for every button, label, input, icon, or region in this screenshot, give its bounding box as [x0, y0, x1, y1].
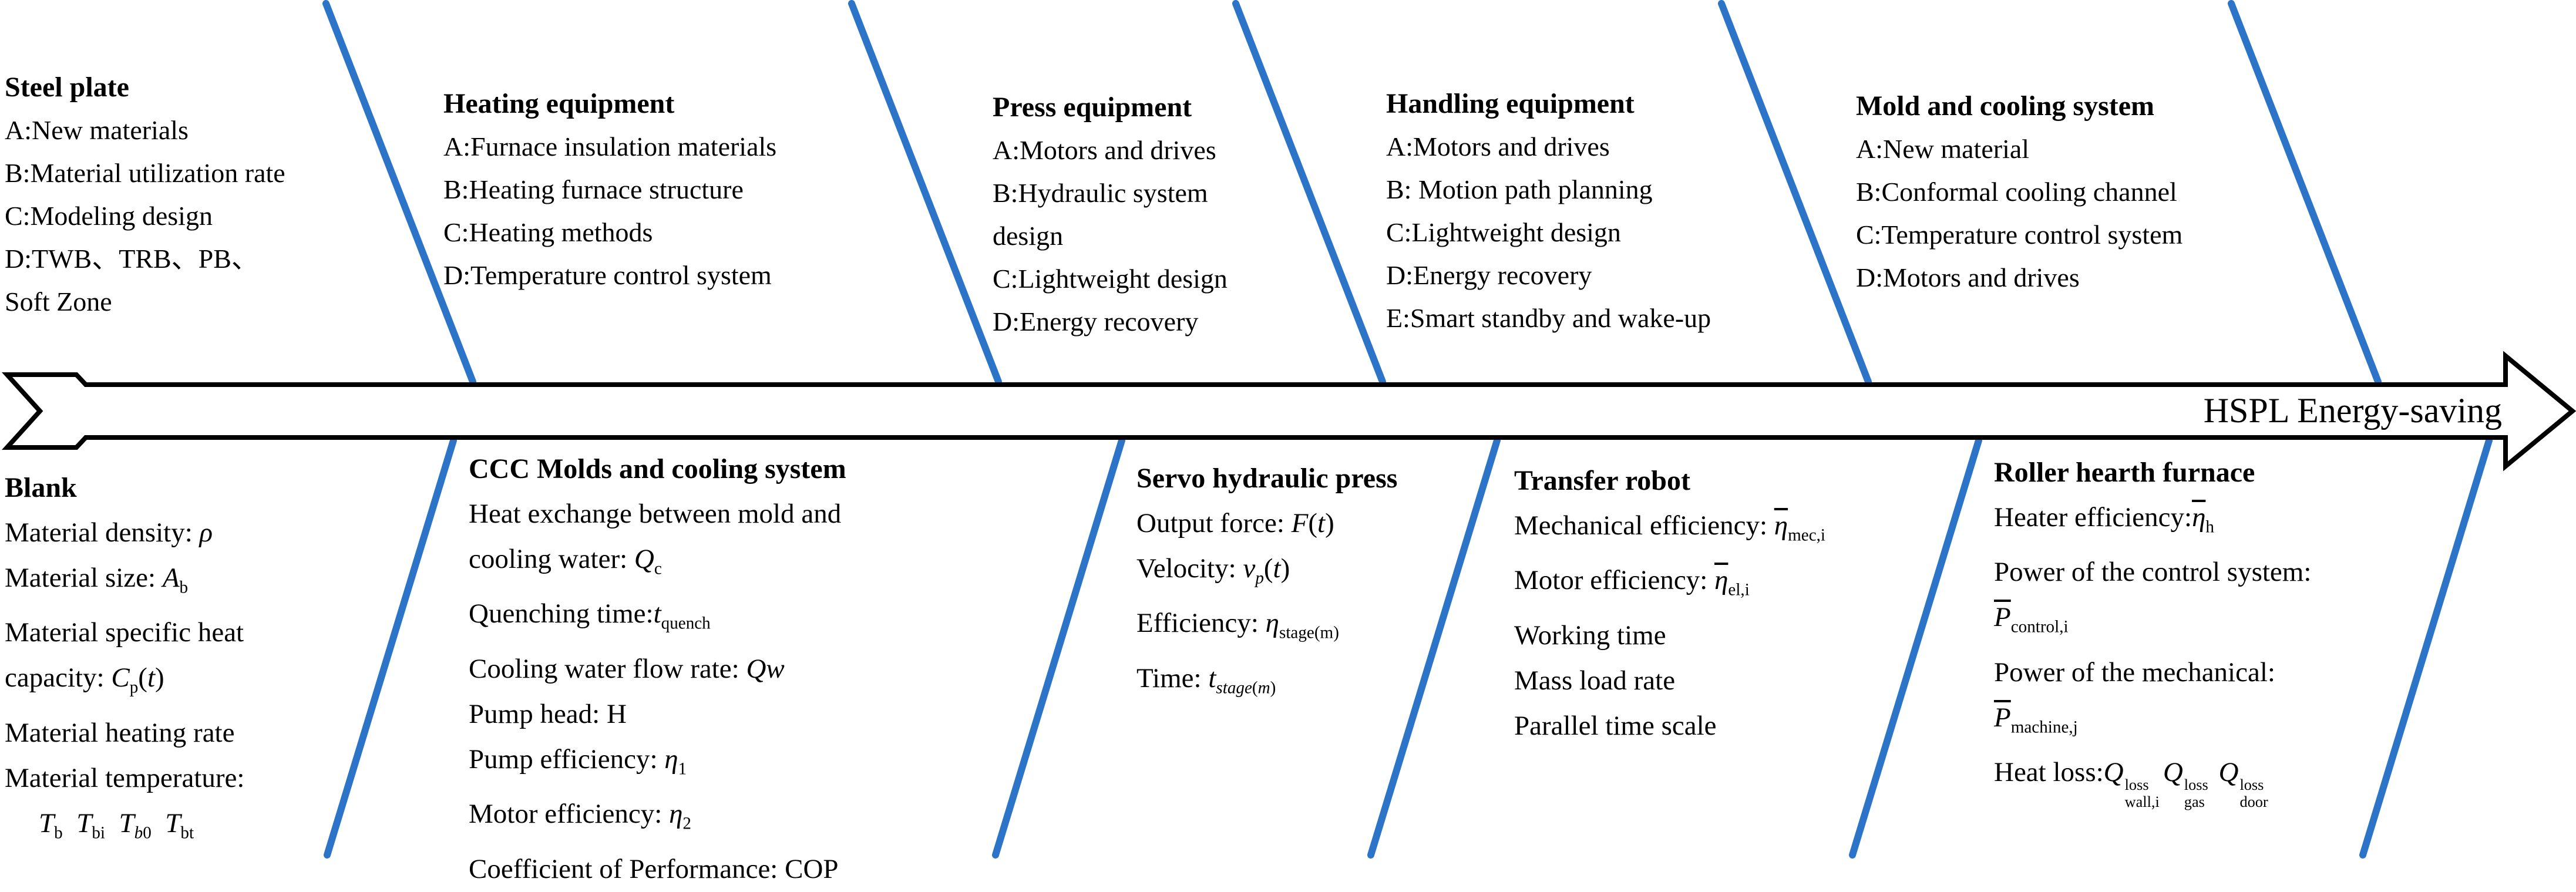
section-line: Material size: Ab: [5, 563, 189, 597]
rib-bottom-servo-press: [1367, 437, 1501, 859]
rib-bottom-blank: [324, 437, 457, 859]
section-line: design: [993, 221, 1064, 251]
fishbone-diagram: [1, 0, 2576, 859]
section-line: Material temperature:: [5, 762, 245, 793]
section-line: Output force: F(t): [1136, 508, 1334, 538]
section-transfer-robot: Transfer robot Mechanical efficiency: ηm…: [1514, 458, 1978, 749]
section-line: B: Motion path planning: [1386, 174, 1653, 204]
section-line: Material density: ρ: [5, 517, 213, 548]
section-line: cooling water: Qc: [469, 544, 662, 578]
section-line: capacity: Cp(t): [5, 662, 164, 697]
section-line: B:Heating furnace structure: [443, 174, 744, 204]
section-line: A:Furnace insulation materials: [443, 132, 777, 161]
section-line: Parallel time scale: [1514, 710, 1717, 741]
section-line: Pump efficiency: η1: [469, 743, 687, 779]
rib-bottom-transfer-robot: [1849, 437, 1982, 859]
section-line: Coefficient of Performance: COP: [469, 853, 839, 884]
section-line: A:New material: [1856, 134, 2030, 164]
section-title: Press equipment: [993, 92, 1192, 123]
section-title: Steel plate: [5, 72, 129, 103]
section-line: Working time: [1514, 620, 1666, 651]
section-line: C:Temperature control system: [1856, 220, 2183, 250]
section-line: A:Motors and drives: [1386, 132, 1610, 161]
section-title: Heating equipment: [443, 88, 675, 119]
section-heating-equipment: Heating equipment A:Furnace insulation m…: [443, 82, 943, 297]
section-line: Material heating rate: [5, 717, 235, 748]
rib-bottom-roller-furnace: [2359, 437, 2493, 859]
section-line: Mechanical efficiency: ηmec,i: [1514, 510, 1826, 545]
section-roller-hearth-furnace: Roller hearth furnace Heater efficiency:…: [1994, 450, 2558, 811]
section-line: Soft Zone: [5, 287, 112, 317]
section-title: Blank: [5, 472, 77, 503]
section-line: D:TWB、TRB、PB、: [5, 244, 258, 274]
section-ccc-molds: CCC Molds and cooling system Heat exchan…: [469, 446, 1021, 892]
section-line: Pmachine,j: [1994, 702, 2078, 737]
section-lines: Material density: ρ Material size: Ab Mate…: [5, 510, 404, 856]
section-line: A:Motors and drives: [993, 135, 1216, 165]
rib-top-handling-equipment: [1718, 0, 1872, 385]
section-line: A:New materials: [5, 115, 189, 145]
section-line: D:Motors and drives: [1856, 262, 2080, 292]
rib-top-mold-cooling: [2228, 0, 2382, 385]
section-line: D:Energy recovery: [993, 307, 1199, 336]
section-line: Heater efficiency:ηh: [1994, 502, 2214, 537]
section-lines: Output force: F(t) Velocity: vp(t) Efficie…: [1136, 501, 1512, 711]
section-line: Heat exchange between mold and: [469, 499, 842, 529]
section-line: C:Lightweight design: [993, 264, 1228, 294]
section-line: Pump head: H: [469, 698, 627, 729]
section-title: Transfer robot: [1514, 465, 1690, 496]
section-title: Handling equipment: [1386, 88, 1635, 119]
section-line: C:Heating methods: [443, 217, 653, 247]
rib-top-steel-plate: [322, 0, 476, 385]
spine-arrow: [1, 351, 2576, 472]
section-line: Motor efficiency: ηel,i: [1514, 565, 1750, 600]
arrow-label: HSPL Energy-saving: [2203, 391, 2502, 430]
section-line: C:Lightweight design: [1386, 217, 1621, 247]
section-line: Velocity: vp(t): [1136, 553, 1290, 588]
section-title: Mold and cooling system: [1856, 90, 2155, 122]
section-line: Efficiency: ηstage(m): [1136, 608, 1339, 642]
section-line: Time: tstage(m): [1136, 662, 1276, 698]
section-line: B:Hydraulic system: [993, 178, 1208, 208]
section-line: B:Conformal cooling channel: [1856, 177, 2177, 207]
section-line: Mass load rate: [1514, 665, 1676, 696]
section-line: D:Energy recovery: [1386, 260, 1592, 290]
section-line: E:Smart standby and wake-up: [1386, 303, 1711, 333]
section-line: Quenching time:tquench: [469, 598, 711, 633]
section-title: Servo hydraulic press: [1136, 463, 1398, 494]
rib-bottom-ccc-molds: [992, 437, 1125, 859]
section-line: D:Temperature control system: [443, 260, 772, 290]
section-blank: Blank Material density: ρ Material size: …: [5, 465, 404, 856]
section-lines: A:Motors and drives B: Motion path planni…: [1386, 125, 1891, 339]
section-line: Material specific heat: [5, 617, 244, 648]
section-line: Motor efficiency: η2: [469, 799, 691, 833]
section-line: Tb Tbi Tb0 Tbt: [39, 807, 194, 843]
section-title: CCC Molds and cooling system: [469, 453, 846, 484]
section-servo-hydraulic-press: Servo hydraulic press Output force: F(t)…: [1136, 456, 1512, 711]
section-line: Power of the control system:: [1994, 557, 2312, 588]
section-line: Pcontrol,i: [1994, 602, 2069, 637]
section-line: Power of the mechanical:: [1994, 657, 2275, 688]
rib-top-press-equipment: [1232, 0, 1386, 385]
section-line: B:Material utilization rate: [5, 158, 285, 188]
section-lines: Heat exchange between mold and cooling wa…: [469, 492, 1021, 892]
section-title: Roller hearth furnace: [1994, 457, 2255, 488]
rib-top-heating-equipment: [848, 0, 1002, 385]
section-line: C:Modeling design: [5, 201, 213, 231]
section-line: Cooling water flow rate: Qw: [469, 653, 785, 684]
